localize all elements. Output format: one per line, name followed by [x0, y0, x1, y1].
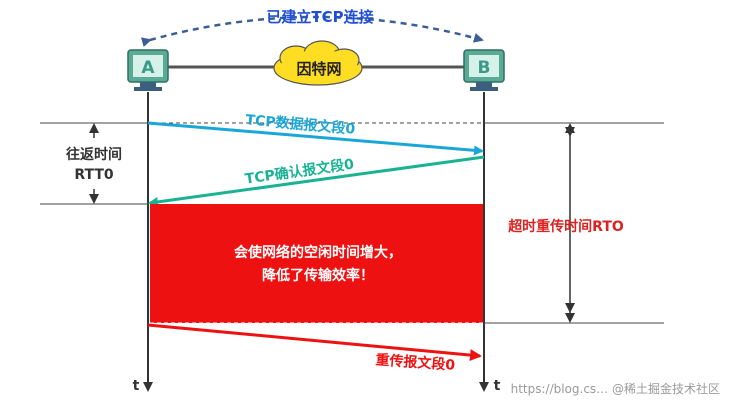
- data-segment-arrow: [147, 121, 484, 156]
- rtt-label-line2: RTT0: [74, 167, 114, 183]
- rtt-label-line1: 往返时间: [66, 146, 122, 163]
- watermark: https://blog.cs… @稀土掘金技术社区: [511, 381, 720, 396]
- connection-label: 已建立TCP连接: [266, 8, 373, 26]
- idle-text-line1: 会使网络的空闲时间增大，: [234, 244, 402, 261]
- timeline-b-label: t: [494, 378, 501, 394]
- idle-text-line2: 降低了传输效率！: [262, 267, 374, 284]
- internet-cloud-icon: [273, 40, 363, 86]
- idle-time-block: [150, 204, 483, 323]
- ack-segment-arrow: [148, 155, 485, 207]
- internet-label: 因特网: [296, 60, 341, 78]
- connection-arc: [140, 15, 484, 47]
- host-a-computer-icon: [127, 49, 169, 91]
- timeline-a-label: t: [133, 378, 140, 394]
- retransmit-label: 重传报文段0: [375, 351, 456, 374]
- host-a-label: A: [141, 58, 155, 78]
- host-b-computer-icon: [463, 49, 505, 91]
- host-b-label: B: [478, 58, 491, 78]
- retransmit-arrow: [147, 323, 482, 362]
- rto-label: 超时重传时间RTO: [507, 218, 624, 235]
